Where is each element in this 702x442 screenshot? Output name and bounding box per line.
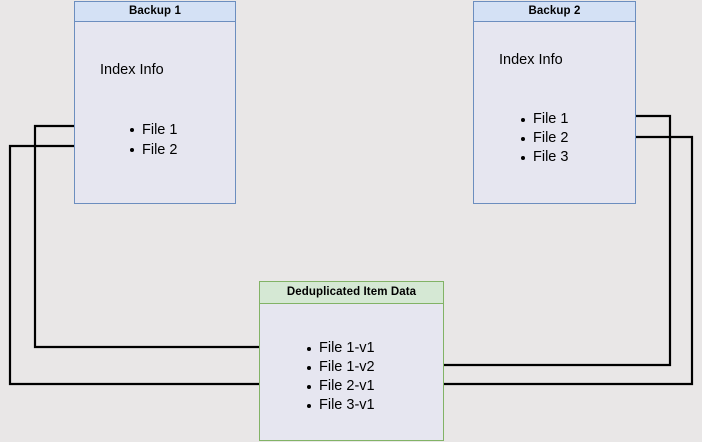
node-backup-1-body — [75, 22, 235, 203]
node-deduplicated-item-data-title: Deduplicated Item Data — [260, 282, 443, 304]
list-item: File 2-v1 — [305, 377, 375, 396]
list-item: File 3-v1 — [305, 396, 375, 415]
list-item: File 1-v1 — [305, 339, 375, 358]
node-backup-2-title: Backup 2 — [474, 2, 635, 22]
list-item: File 1 — [519, 110, 568, 129]
list-item: File 1 — [128, 120, 177, 140]
list-item: File 2 — [519, 129, 568, 148]
list-item: File 1-v2 — [305, 358, 375, 377]
backup-2-index-info-label: Index Info — [499, 52, 563, 68]
list-item: File 3 — [519, 148, 568, 167]
backup-1-file-list: File 1 File 2 — [128, 120, 177, 160]
backup-1-index-info-label: Index Info — [100, 62, 164, 78]
node-backup-1[interactable]: Backup 1 — [74, 1, 236, 204]
backup-2-file-list: File 1 File 2 File 3 — [519, 110, 568, 167]
list-item: File 2 — [128, 140, 177, 160]
node-backup-1-title: Backup 1 — [75, 2, 235, 22]
node-backup-2[interactable]: Backup 2 — [473, 1, 636, 204]
dedup-file-list: File 1-v1 File 1-v2 File 2-v1 File 3-v1 — [305, 339, 375, 415]
